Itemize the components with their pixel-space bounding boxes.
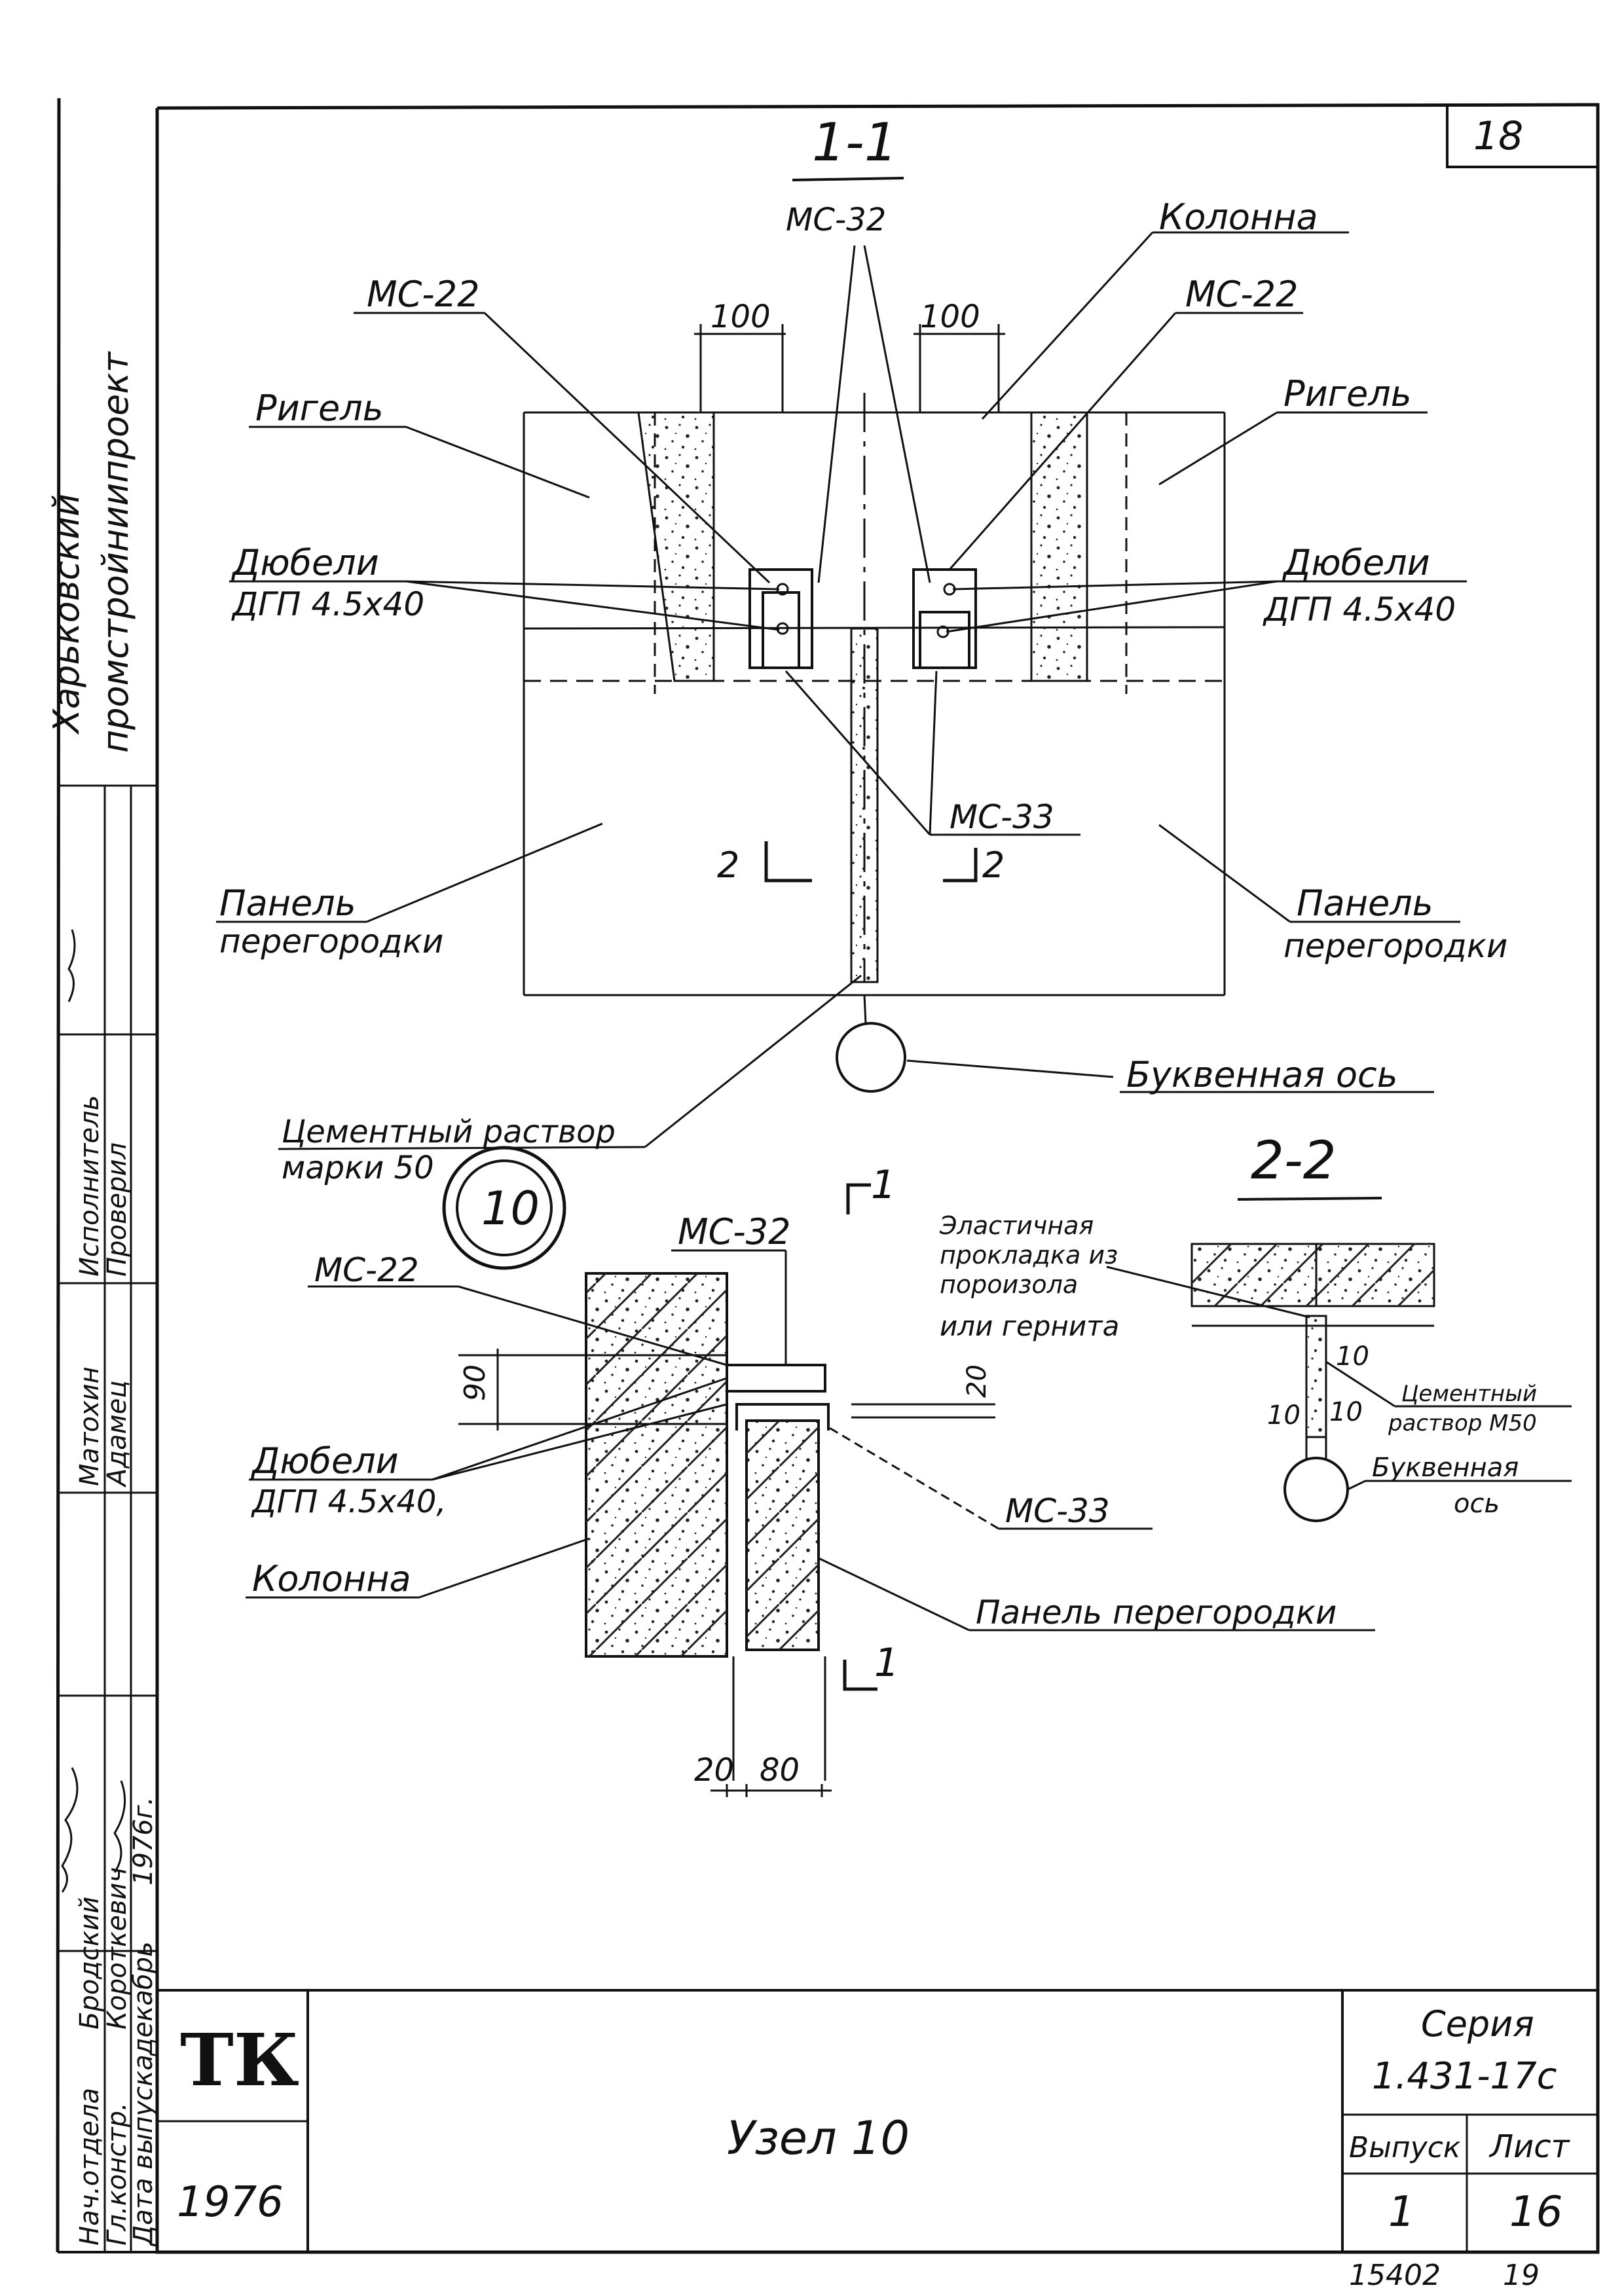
corner-number: 18 [1473, 113, 1523, 159]
signature-scribble [113, 1780, 126, 1873]
stamp-role-checker: Проверил [102, 1142, 132, 1277]
organization-title: Харьковский промстройниипроект [46, 351, 136, 753]
mortar-22-label-2: раствор М50 [1388, 1410, 1537, 1436]
plan-cut-1-top: 1 [871, 1162, 896, 1208]
section-1-1: 1-1 100 100 [216, 112, 1507, 1186]
plan-view: МС-32 МС-22 90 20 Дюбели ДГП 4.5х40, МС-… [246, 1162, 1375, 1797]
stamp-date-month: декабрь [128, 1941, 158, 2056]
plan-label-dowels-2: ДГП 4.5х40, [251, 1484, 447, 1520]
axis-22-label-1: Буквенная [1372, 1453, 1519, 1483]
label-panel-right-1: Панель [1297, 883, 1433, 924]
stamp-name-chief: Короткевич [102, 1867, 132, 2030]
tk-logo: ТК [180, 2018, 299, 2102]
section-2-2: 2-2 Эластичная прокладка из пороизола ил… [939, 1130, 1572, 1522]
label-mc32-top: МС-32 [786, 202, 886, 238]
title-block: ТК 1976 Узел 10 Серия 1.431-17с Выпуск Л… [157, 1989, 1598, 2252]
issue-label: Выпуск [1349, 2131, 1461, 2164]
gasket-label-3: пороизола [940, 1270, 1078, 1299]
label-mc22-right: МС-22 [1185, 274, 1299, 315]
gasket-label-1: Эластичная [939, 1211, 1094, 1240]
label-mc22-left: МС-22 [367, 274, 480, 315]
sheet-label: Лист [1488, 2128, 1571, 2165]
label-dowels-left-1: Дюбели [231, 542, 379, 583]
mortar-22-label-1: Цементный [1401, 1381, 1537, 1407]
node-mark: 10 [442, 1146, 566, 1270]
footer: 15402 19 [1349, 2259, 1540, 2292]
label-mortar-1: Цементный раствор [282, 1114, 616, 1150]
corner-number-box: 18 [1446, 103, 1599, 168]
label-axis: Буквенная ось [1126, 1054, 1398, 1095]
footer-code: 15402 [1349, 2259, 1441, 2292]
axis-bubble-22 [1283, 1457, 1349, 1522]
gasket-label-2: прокладка из [940, 1241, 1118, 1269]
plan-dim-80: 80 [760, 1752, 800, 1789]
cut-2-left: 2 [717, 845, 739, 886]
signature-scribble [61, 1767, 79, 1893]
node-number: 10 [481, 1182, 540, 1235]
sheet-value: 16 [1509, 2188, 1562, 2236]
drawing-title: Узел 10 [727, 2111, 910, 2165]
label-mortar-2: марки 50 [282, 1150, 434, 1186]
title-block-year: 1976 [177, 2178, 284, 2227]
stamp-date-year: 1976г. [128, 1796, 158, 1886]
dim-100-right: 100 [920, 299, 980, 335]
label-panel-right-2: перегородки [1283, 927, 1507, 965]
org-title-line2: промстройниипроект [95, 351, 136, 753]
label-mc33: МС-33 [950, 798, 1054, 836]
series-label: Серия [1421, 2003, 1534, 2045]
section-1-1-title: 1-1 [812, 112, 898, 173]
gasket-label-4: или гернита [940, 1310, 1119, 1342]
plan-dim-20-top: 20 [962, 1364, 992, 1398]
label-column: Колонна [1159, 196, 1318, 238]
label-panel-left-1: Панель [219, 883, 356, 924]
plan-label-dowels-1: Дюбели [251, 1440, 399, 1482]
issue-value: 1 [1388, 2188, 1415, 2236]
stamp-name-checker: Адамец [102, 1380, 132, 1488]
label-rigel-right: Ригель [1283, 373, 1412, 414]
label-dowels-right-1: Дюбели [1282, 542, 1430, 583]
plan-label-panel: Панель перегородки [976, 1594, 1337, 1631]
stamp-name-executor: Матохин [75, 1366, 105, 1486]
footer-num: 19 [1503, 2259, 1540, 2292]
stamp-name-head: Бродский [75, 1897, 105, 2030]
stamp-role-executor: Исполнитель [75, 1095, 105, 1277]
dim-100-left: 100 [710, 299, 771, 335]
signature-scribble [67, 929, 76, 1002]
plan-label-mc32: МС-32 [678, 1211, 791, 1252]
signature-stamp: Исполнитель Матохин Проверил Адамец Нач.… [58, 784, 158, 2252]
section-2-2-title: 2-2 [1251, 1130, 1337, 1191]
plan-dim-90: 90 [458, 1364, 492, 1401]
plan-cut-1-bottom: 1 [874, 1640, 899, 1686]
axis-bubble [836, 1022, 906, 1093]
plan-dim-20-bottom: 20 [694, 1752, 734, 1789]
stamp-role-date: Дата выпуска [128, 2054, 158, 2247]
label-rigel-left: Ригель [255, 388, 384, 429]
dim-10c: 10 [1336, 1341, 1369, 1372]
dim-10b: 10 [1329, 1397, 1363, 1427]
plan-label-mc22: МС-22 [314, 1251, 419, 1289]
series-value: 1.431-17с [1372, 2055, 1557, 2098]
dim-10a: 10 [1267, 1400, 1301, 1430]
axis-22-label-2: ось [1454, 1489, 1500, 1519]
org-title-line1: Харьковский [46, 494, 87, 735]
plan-label-column: Колонна [252, 1558, 411, 1599]
plan-label-mc33: МС-33 [1005, 1492, 1110, 1530]
stamp-role-head: Нач.отдела [75, 2088, 105, 2246]
label-dowels-left-2: ДГП 4.5х40 [231, 585, 424, 623]
stamp-role-chief: Гл.констр. [102, 2102, 132, 2246]
label-dowels-right-2: ДГП 4.5х40 [1263, 591, 1456, 629]
cut-2-right: 2 [982, 845, 1005, 886]
label-panel-left-2: перегородки [219, 922, 443, 960]
